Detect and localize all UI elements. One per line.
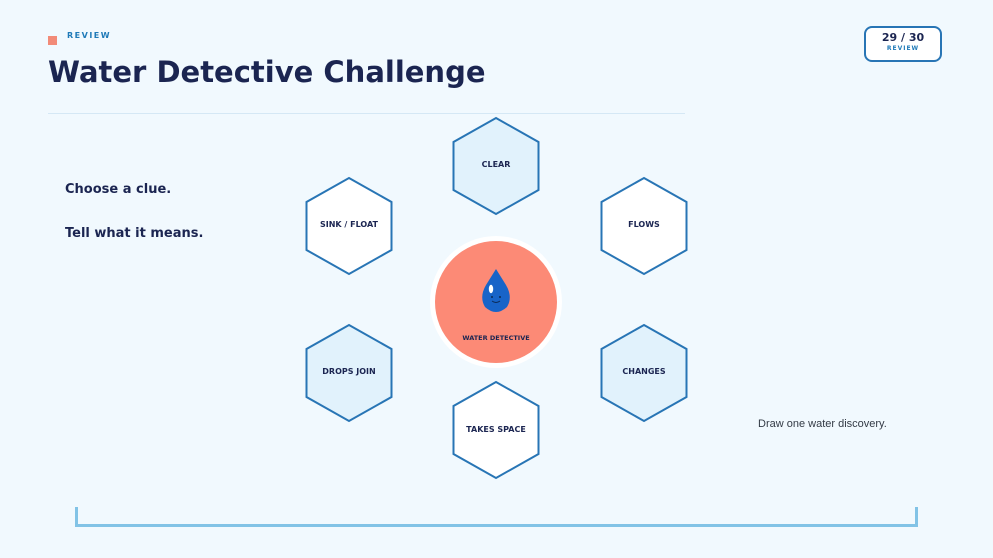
clue-label: SINK / FLOAT (320, 220, 379, 229)
title-divider (48, 113, 685, 114)
water-drop-face-icon (482, 269, 510, 312)
drawing-prompt: Draw one water discovery. (758, 418, 887, 430)
clue-hex-changes[interactable]: CHANGES (600, 323, 688, 423)
clue-hex-takes-space[interactable]: TAKES SPACE (452, 380, 540, 480)
instruction-choose-clue: Choose a clue. (65, 182, 172, 197)
clue-hex-sink-float[interactable]: SINK / FLOAT (305, 176, 393, 276)
page-title: Water Detective Challenge (48, 55, 486, 89)
clue-label: CLEAR (482, 160, 511, 169)
section-marker (48, 36, 57, 45)
page-number: 29 / 30 (881, 31, 925, 44)
clue-label: CHANGES (622, 367, 665, 376)
page-status-label: REVIEW (886, 45, 920, 52)
drawing-area-bracket (75, 507, 918, 527)
clue-label: FLOWS (628, 220, 660, 229)
clue-hex-flows[interactable]: FLOWS (600, 176, 688, 276)
clue-hex-clear[interactable]: CLEAR (452, 116, 540, 216)
center-label: WATER DETECTIVE (462, 334, 529, 342)
clue-label: DROPS JOIN (322, 367, 375, 376)
clue-hex-drops-join[interactable]: DROPS JOIN (305, 323, 393, 423)
section-label: REVIEW (67, 31, 112, 40)
instruction-tell-meaning: Tell what it means. (65, 226, 204, 241)
page-counter: 29 / 30 REVIEW (864, 26, 942, 62)
clue-label: TAKES SPACE (466, 425, 526, 434)
center-node[interactable]: WATER DETECTIVE (430, 236, 562, 368)
